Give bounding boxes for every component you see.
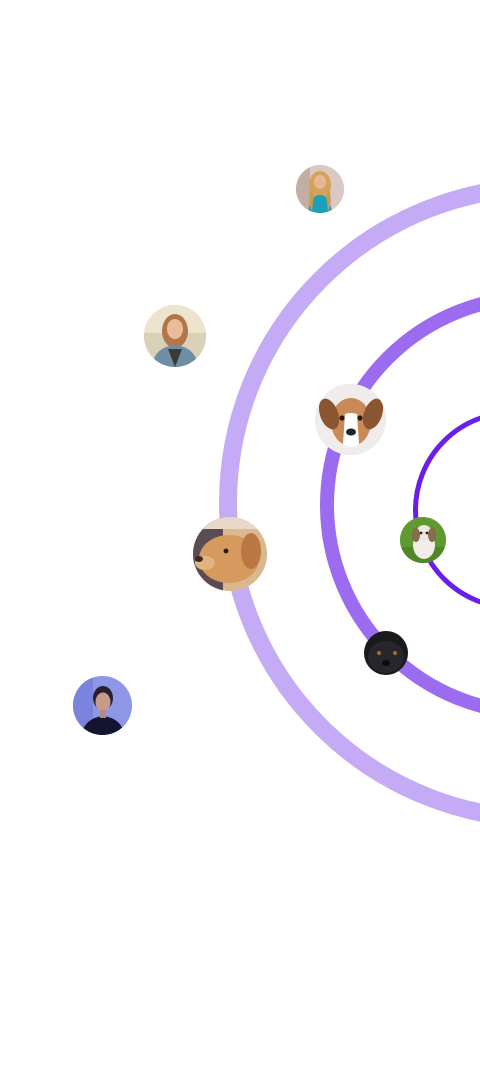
avatar-woman-denim-jacket[interactable] (144, 305, 206, 367)
avatar-puppy-brown-white[interactable] (315, 384, 386, 455)
avatar-small-fluffy-dog[interactable] (400, 517, 446, 563)
person-photo-icon (144, 305, 206, 367)
dog-photo-icon (400, 517, 446, 563)
avatar-black-dog[interactable] (364, 631, 408, 675)
dog-photo-icon (364, 631, 408, 675)
dog-photo-icon (193, 517, 267, 591)
person-photo-icon (296, 165, 344, 213)
avatar-golden-labrador[interactable] (193, 517, 267, 591)
dog-photo-icon (315, 384, 386, 455)
avatar-woman-blonde-teal-top[interactable] (296, 165, 344, 213)
avatar-woman-blue-lighting[interactable] (73, 676, 132, 735)
person-photo-icon (73, 676, 132, 735)
